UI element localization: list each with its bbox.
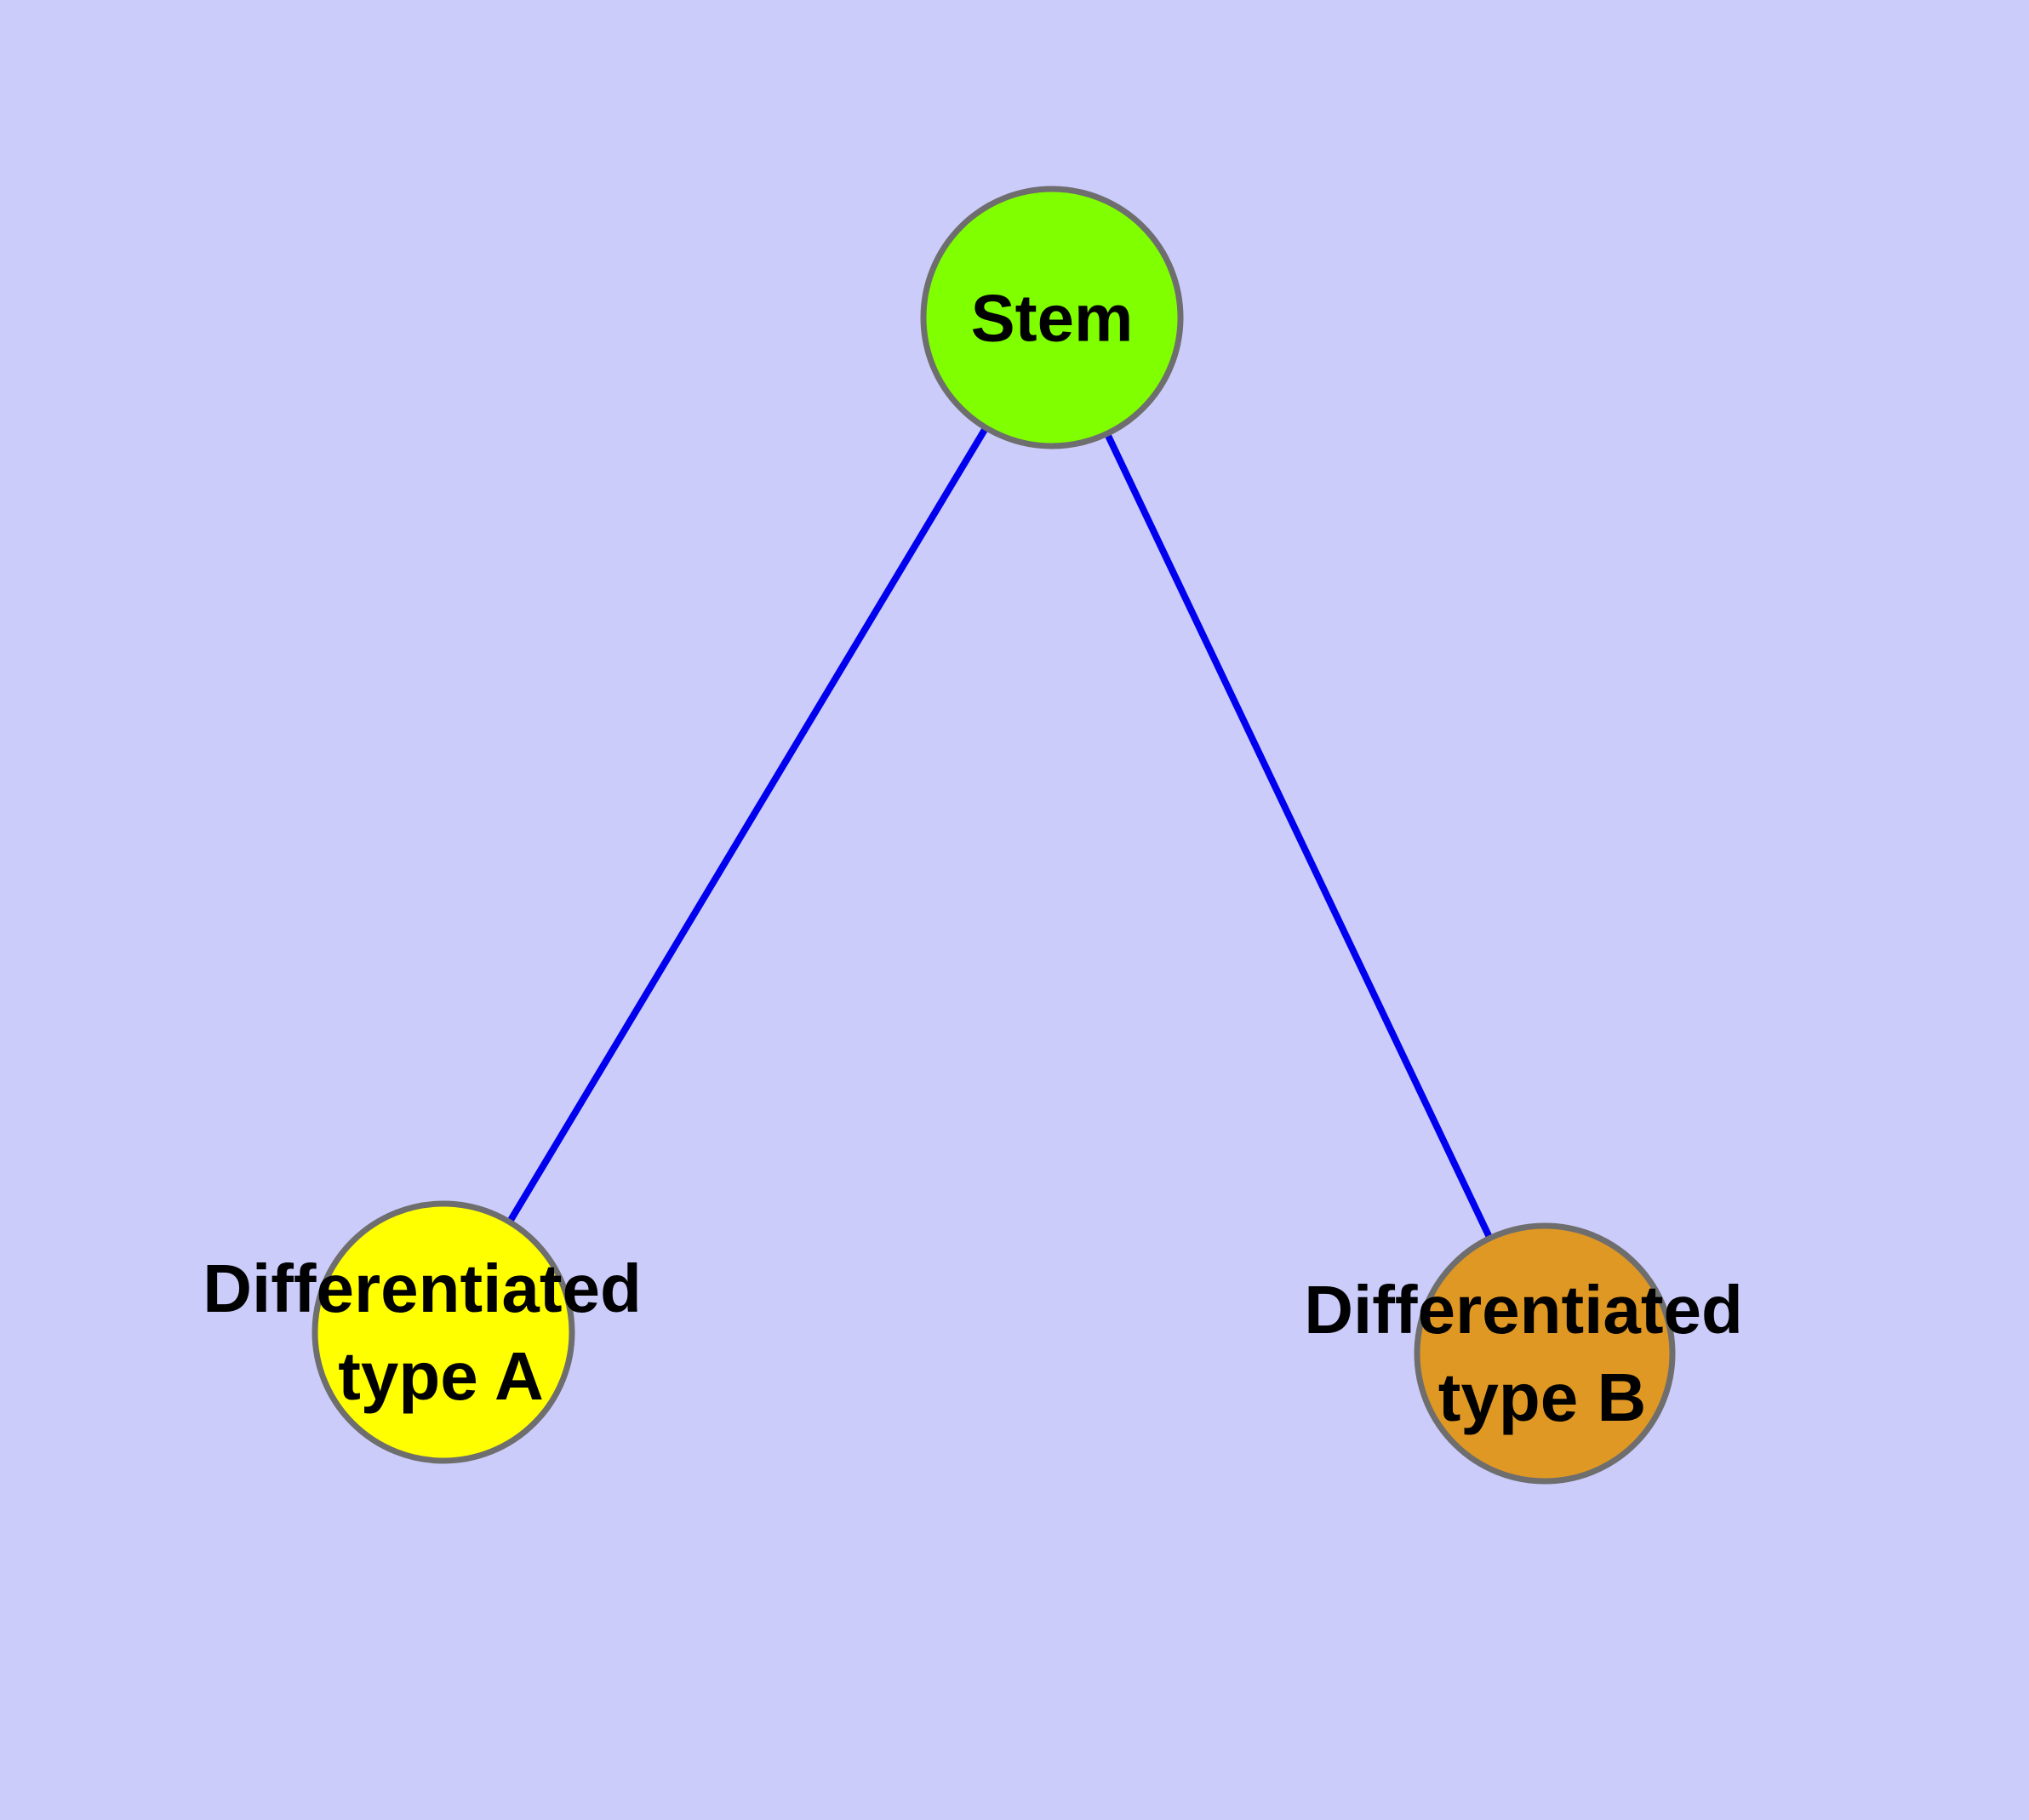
node-label-differentiated-type-a-line1: Differentiated <box>203 1251 642 1326</box>
node-label-differentiated-type-b-line2: type B <box>1438 1359 1647 1435</box>
node-label-differentiated-type-b-line1: Differentiated <box>1304 1272 1743 1348</box>
node-circle-stem[interactable] <box>920 186 1184 449</box>
labels-layer: Stem Differentiated type A Differentiate… <box>203 281 1743 1436</box>
node-circle-differentiated-type-a[interactable] <box>311 1200 575 1464</box>
node-label-differentiated-type-a-line2: type A <box>338 1338 544 1414</box>
node-label-stem: Stem <box>971 281 1134 356</box>
node-stem[interactable] <box>920 186 1184 449</box>
node-circle-differentiated-type-b[interactable] <box>1414 1222 1676 1485</box>
edges-layer <box>506 426 1494 1240</box>
edge-stem-to-differentiated-a[interactable] <box>506 426 989 1224</box>
edge-stem-to-differentiated-b[interactable] <box>1104 432 1494 1240</box>
node-differentiated-type-a[interactable] <box>311 1200 575 1464</box>
node-differentiated-type-b[interactable] <box>1414 1222 1676 1485</box>
